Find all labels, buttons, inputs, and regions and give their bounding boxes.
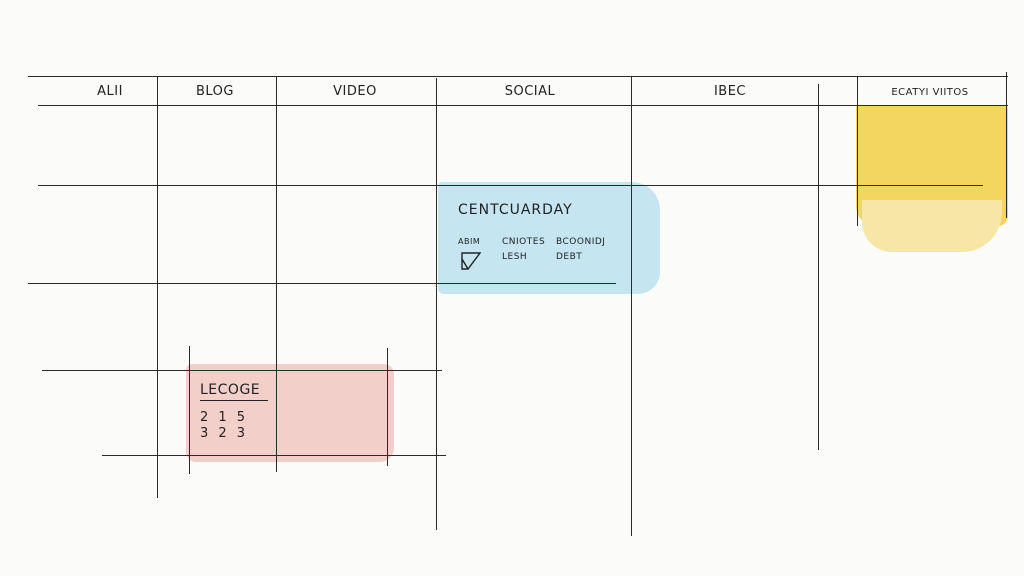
red-card-wash <box>186 364 394 462</box>
grid-col-2 <box>276 76 277 472</box>
grid-col-6 <box>857 76 858 226</box>
grid-line-row2 <box>28 283 616 284</box>
header-all: ALII <box>97 84 123 99</box>
grid-line-row3 <box>42 370 442 371</box>
blue-card-label-3: BCOONIDJ <box>556 237 606 247</box>
grid-line-top <box>28 76 1008 77</box>
red-card-left <box>189 346 190 474</box>
red-card-title: LECOGE <box>200 382 268 401</box>
grid-line-row1 <box>38 185 983 186</box>
header-social: SOCIAL <box>504 84 556 99</box>
blue-card-label-1: ABIM <box>458 237 481 246</box>
grid-col-1 <box>157 76 158 498</box>
grid-line-row4 <box>102 455 446 456</box>
header-featured-videos: ECATYI VIITOS <box>891 87 969 98</box>
header-ibec: IBEC <box>713 84 747 99</box>
grid-col-7 <box>1006 72 1007 218</box>
red-card-row-1: 2 1 5 <box>200 410 249 425</box>
blue-card-title: CENTCUARDAY <box>458 202 573 218</box>
blue-card-label-5: DEBT <box>556 252 583 262</box>
header-blog: BLOG <box>195 84 234 99</box>
grid-col-3 <box>436 78 437 530</box>
grid-col-5 <box>818 84 819 450</box>
yellow-block-drip <box>862 200 1002 252</box>
header-video: VIDEO <box>333 84 377 99</box>
blue-card-wash <box>438 182 660 294</box>
grid-col-4 <box>631 76 632 536</box>
red-card-row-2: 3 2 3 <box>200 426 249 441</box>
checkbox-check-icon <box>461 252 482 270</box>
blue-card-label-2: CNIOTES <box>502 237 546 247</box>
red-card-right <box>387 348 388 466</box>
blue-card-label-4: LESH <box>502 252 528 262</box>
grid-line-header <box>38 105 1008 106</box>
